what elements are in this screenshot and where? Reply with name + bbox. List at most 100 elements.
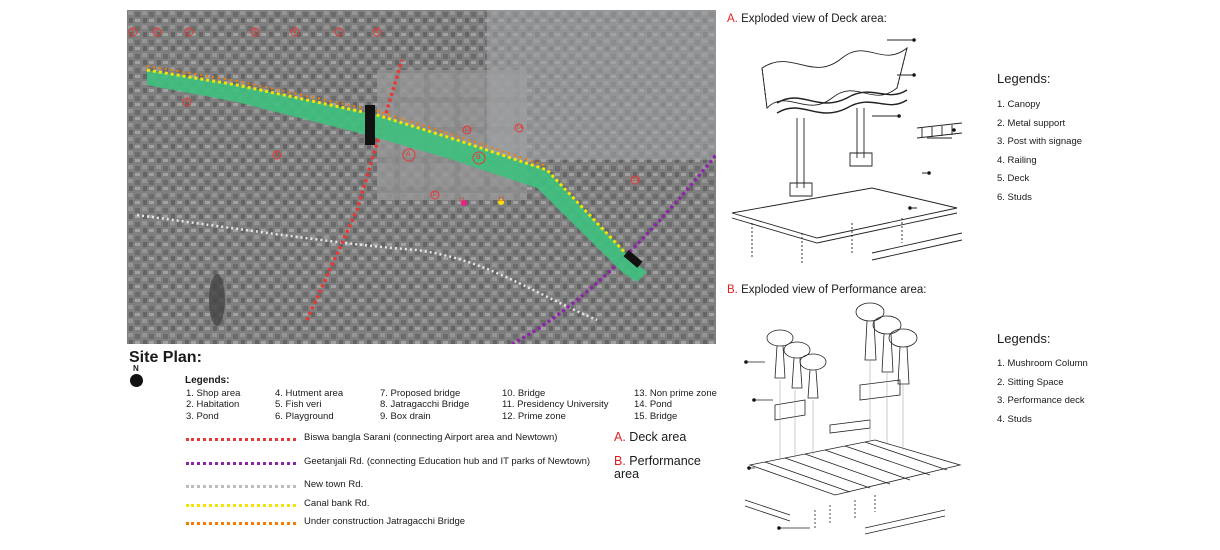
deck-shape (731, 187, 958, 239)
road-label: Geetanjali Rd. (connecting Education hub… (304, 456, 591, 467)
performance-view-title-text: Exploded view of Performance area: (741, 284, 927, 296)
legend-item: 8. Jatragacchi Bridge (380, 399, 470, 411)
road-legend-jatragacchi: Under construction Jatragacchi Bridge (186, 516, 626, 530)
mushroom-columns-right (855, 302, 918, 385)
north-label: N (133, 364, 139, 373)
performance-legend-item: 2. Sitting Space (997, 376, 1064, 388)
area-text: Deck area (629, 430, 687, 444)
road-swatch (186, 522, 296, 525)
performance-legend-list: 1. Mushroom Column 2. Sitting Space 3. P… (997, 355, 1088, 429)
sitting-space-shape (774, 399, 806, 421)
metal-support-shape (776, 89, 908, 104)
legend-item: 7. Proposed bridge (380, 388, 461, 399)
map-marker: 3 (187, 29, 191, 35)
studs-shape (814, 495, 876, 528)
mushroom-columns-left (766, 329, 827, 399)
deck-legend-item: 4. Railing (997, 154, 1037, 166)
site-legend-col-3: 7. Proposed bridge 8. Jatragacchi Bridge… (380, 388, 469, 422)
studs-shape (751, 218, 903, 263)
performance-legend-item: 4. Studs (997, 413, 1032, 425)
legend-item: 14. Pond (634, 399, 673, 411)
area-label-performance: B. Performance area (614, 455, 714, 481)
geetanjali-road (511, 153, 716, 344)
deck-legend-item: 5. Deck (997, 173, 1030, 184)
area-letter: A. (614, 430, 626, 444)
map-marker: B (476, 154, 481, 161)
legend-item: 1. Shop area (186, 388, 241, 399)
performance-view-title: B. Exploded view of Performance area: (727, 284, 926, 296)
performance-legend-item: 1. Mushroom Column (997, 358, 1088, 369)
canal-strip (147, 70, 647, 282)
legend-item: 6. Playground (275, 410, 334, 422)
legend-item: 9. Box drain (380, 410, 431, 422)
legend-item: 3. Pond (186, 410, 219, 422)
site-legend-col-5: 13. Non prime zone 14. Pond 15. Bridge (634, 388, 717, 422)
road-swatch (186, 462, 296, 465)
map-marker: 11 (459, 198, 466, 204)
legend-item: 2. Habitation (186, 399, 240, 411)
legend-item: 4. Hutment area (275, 388, 344, 399)
road-swatch (186, 504, 296, 507)
map-marker: 6 (293, 29, 297, 35)
deck-legend-title: Legends: (997, 71, 1051, 86)
deck-view-title: A. Exploded view of Deck area: (727, 13, 887, 25)
north-arrow-icon: N (129, 364, 145, 388)
performance-legend-item: 3. Performance deck (997, 395, 1085, 406)
legend-item: 12. Prime zone (502, 410, 566, 422)
deck-legend-item: 6. Studs (997, 191, 1032, 203)
map-marker: 2 (155, 29, 159, 35)
site-map (127, 10, 716, 344)
deck-view-letter: A. (727, 13, 738, 25)
area-letter: B. (614, 454, 626, 468)
deck-legend-item: 3. Post with signage (997, 136, 1083, 147)
performance-exploded-drawing (744, 302, 962, 535)
map-marker: A (406, 151, 411, 158)
bridge (623, 250, 643, 268)
map-marker: 8 (375, 29, 379, 35)
road-label: Biswa bangla Sarani (connecting Airport … (304, 432, 558, 443)
biswa-bangla-road (305, 59, 404, 321)
map-marker: 9 (275, 152, 279, 158)
road-label: Canal bank Rd. (304, 498, 370, 509)
legend-item: 11. Presidency University (502, 399, 609, 411)
map-marker: 7 (337, 29, 341, 35)
jatragacchi-bridge (365, 105, 375, 145)
map-marker: 4 (185, 99, 189, 105)
site-plan-title: Site Plan: (129, 349, 202, 366)
canopy-shape (761, 46, 908, 109)
site-legend-heading: Legends: (185, 375, 230, 386)
area-label-deck: A. Deck area (614, 431, 686, 444)
legend-item: 13. Non prime zone (634, 388, 717, 399)
performance-legend-title: Legends: (997, 331, 1051, 346)
performance-deck-shape (748, 439, 962, 496)
map-marker: 5 (253, 29, 257, 35)
map-marker: 12 (498, 197, 505, 203)
road-swatch (186, 438, 296, 441)
railing-shape (916, 122, 963, 139)
legend-item: 5. Fish veri (275, 399, 322, 411)
deck-view-title-text: Exploded view of Deck area: (741, 13, 887, 25)
legend-item: 15. Bridge (634, 410, 678, 422)
deck-legend-item: 1. Canopy (997, 99, 1041, 110)
site-legend-col-4: 10. Bridge 11. Presidency University 12.… (502, 388, 608, 422)
map-marker: 14 (516, 125, 523, 131)
road-label: Under construction Jatragacchi Bridge (304, 516, 466, 527)
road-swatch (186, 485, 296, 488)
performance-view-letter: B. (727, 284, 738, 296)
map-marker-layer: 1 2 3 4 5 6 7 8 9 10 11 12 13 14 15 A B (127, 10, 716, 344)
new-town-road (136, 213, 598, 322)
road-legend-canal-bank: Canal bank Rd. (186, 498, 626, 512)
post-shape (796, 118, 805, 188)
site-legend-col-2: 4. Hutment area 5. Fish veri 6. Playgrou… (275, 388, 343, 422)
road-legend-new-town: New town Rd. (186, 479, 626, 493)
road-label: New town Rd. (304, 479, 364, 490)
site-legend-col-1: 1. Shop area 2. Habitation 3. Pond (186, 388, 240, 422)
area-text: Performance area (614, 454, 701, 481)
deck-legend-item: 2. Metal support (997, 117, 1066, 129)
map-marker: 1 (131, 29, 135, 35)
map-marker: 13 (464, 127, 471, 133)
deck-legend-list: 1. Canopy 2. Metal support 3. Post with … (997, 96, 1082, 207)
map-marker: 15 (632, 177, 639, 183)
deck-exploded-drawing (731, 38, 963, 263)
legend-item: 10. Bridge (502, 388, 546, 399)
